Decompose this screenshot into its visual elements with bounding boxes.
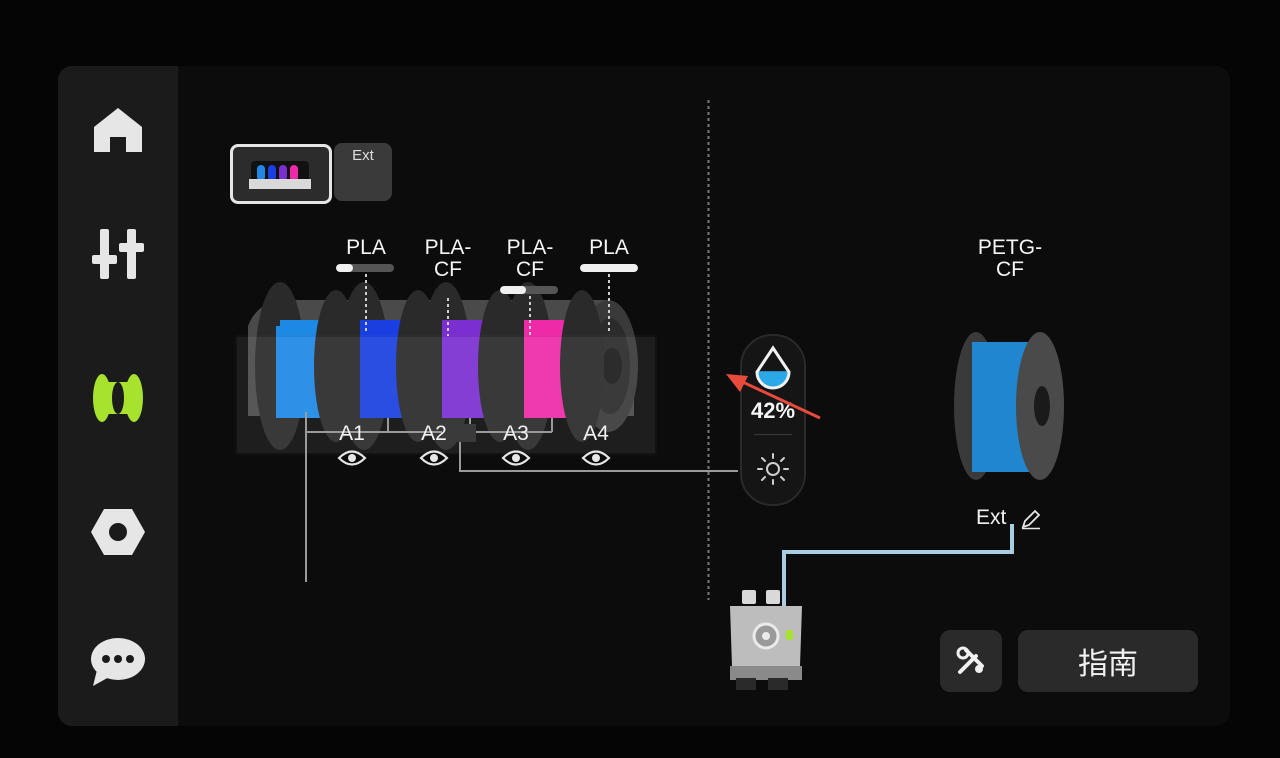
material-label-ext: PETG- CF [977,236,1043,281]
spool-A4 [503,282,604,450]
eye-icon[interactable] [419,448,449,468]
remaining-bar-A3 [500,286,558,294]
eye-icon[interactable] [581,448,611,468]
nav-messages[interactable] [80,624,156,700]
remaining-bar-A1 [336,264,394,272]
ext-label: Ext [976,506,1007,529]
nav-settings[interactable] [80,494,156,570]
printer-screen: Ext [58,66,1230,726]
humidity-divider [754,434,792,435]
remaining-bar-A4 [580,264,638,272]
nav-controls[interactable] [80,216,156,292]
ams-panel: Ext [178,66,1230,726]
eye-icon[interactable] [501,448,531,468]
divider-line [707,100,710,600]
ams-unit [235,282,738,582]
sliders-icon [92,229,144,279]
chat-bubble-icon [91,638,145,686]
material-label-A3: PLA- CF [506,236,554,281]
guide-button[interactable]: 指南 [1018,630,1198,692]
slot-label-A1: A1 [339,422,365,445]
ext-cable [782,524,1014,610]
sidebar [58,66,178,726]
eye-icon[interactable] [337,448,367,468]
ams-spools-icon [249,161,311,189]
spool-ext [954,332,1064,480]
material-label-A4: PLA [589,236,629,259]
home-icon [94,108,142,152]
humidity-drop-icon [755,345,791,390]
tools-button[interactable] [940,630,1002,692]
pointer-lines [365,274,610,336]
nav-home[interactable] [80,92,156,168]
hex-nut-icon [91,509,145,555]
toolhead-icon [730,590,802,690]
slot-label-A2: A2 [421,422,447,445]
annotation-arrow [726,374,821,420]
tab-ams[interactable] [230,144,332,204]
tab-ext-label: Ext [352,147,374,164]
slot-label-A4: A4 [583,422,609,445]
sun-icon[interactable] [756,452,790,486]
tools-icon [956,646,984,674]
guide-label: 指南 [1078,647,1138,682]
material-label-A2: PLA- CF [424,236,472,281]
material-label-A1: PLA [346,236,386,259]
nav-filament[interactable] [80,360,156,436]
slot-label-A3: A3 [503,422,529,445]
humidity-panel[interactable]: 42% [740,334,806,506]
pencil-icon[interactable] [1020,508,1042,530]
tab-ext[interactable]: Ext [334,143,392,201]
filament-spool-icon [93,374,143,422]
